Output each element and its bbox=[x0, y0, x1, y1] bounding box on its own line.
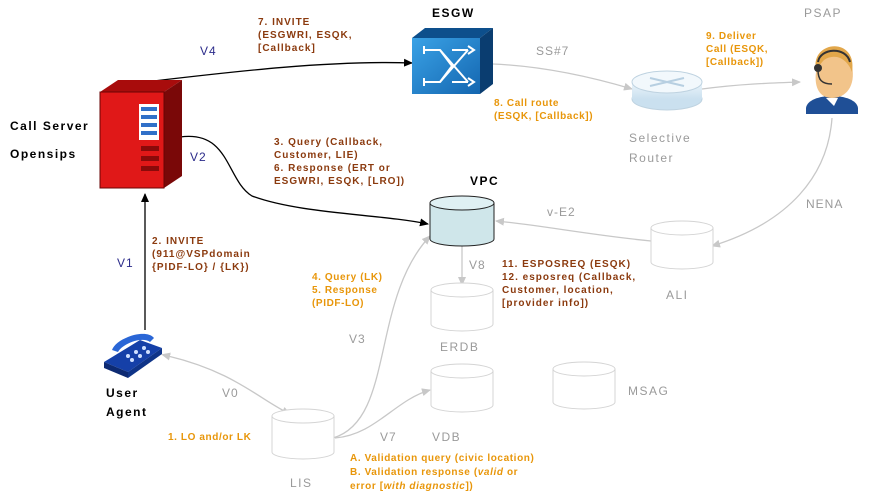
step-b-valid: valid bbox=[477, 467, 504, 478]
v3-arrow bbox=[332, 235, 431, 439]
v4-invite-arrow bbox=[144, 58, 413, 83]
step-11-12-esposreq: 11. ESPOSREQ (ESQK) 12. esposreq (Callba… bbox=[502, 259, 637, 309]
erdb-label: ERDB bbox=[440, 340, 480, 354]
lis-label: LIS bbox=[290, 476, 313, 490]
step-1-lo-lk: 1. LO and/or LK bbox=[168, 432, 252, 443]
step-3-6-query-response: 3. Query (Callback, Customer, LIE) 6. Re… bbox=[274, 137, 406, 187]
selective-router-label: Selective Router bbox=[629, 131, 692, 165]
selective-router-icon bbox=[631, 70, 703, 111]
msag-database-icon bbox=[552, 361, 616, 410]
call-server-label: Call Server Opensips bbox=[10, 119, 90, 161]
ali-label: ALI bbox=[666, 288, 689, 302]
step-b-prefix: B. Validation response ( bbox=[350, 467, 478, 478]
step-b-or: or bbox=[503, 467, 519, 478]
user-agent-label: User Agent bbox=[106, 386, 148, 419]
esgw-label: ESGW bbox=[432, 6, 475, 20]
esgw-switch-icon bbox=[412, 28, 493, 94]
call-server-icon bbox=[99, 80, 182, 189]
vdb-database-icon bbox=[430, 363, 494, 413]
step-b-error-prefix: error [ bbox=[350, 481, 384, 492]
interface-v7-label: V7 bbox=[380, 430, 397, 444]
step-b-error-suffix: ]) bbox=[465, 481, 474, 492]
step-4-5-query-response: 4. Query (LK) 5. Response (PIDF-LO) bbox=[312, 272, 383, 309]
deliver-call-arrow bbox=[701, 78, 801, 90]
vpc-label: VPC bbox=[470, 174, 500, 188]
vdb-label: VDB bbox=[432, 430, 462, 444]
ve2-arrow bbox=[495, 217, 652, 242]
step-8-call-route: 8. Call route (ESQK, [Callback]) bbox=[494, 98, 594, 122]
ali-database-icon bbox=[650, 220, 714, 270]
v2-query-arrow bbox=[179, 135, 429, 227]
step-b-with-diagnostic: with diagnostic bbox=[383, 481, 466, 492]
ss7-call-route-arrow bbox=[492, 63, 633, 91]
v0-arrow bbox=[161, 352, 291, 415]
interface-v8-label: V8 bbox=[469, 258, 486, 272]
interface-nena-label: NENA bbox=[806, 197, 844, 211]
lis-database-icon bbox=[271, 408, 335, 460]
v7-arrow bbox=[334, 388, 431, 439]
vpc-database-icon bbox=[429, 195, 495, 247]
step-2-invite: 2. INVITE (911@VSPdomain {PIDF-LO} / {LK… bbox=[152, 236, 251, 273]
interface-v2-label: V2 bbox=[190, 150, 207, 164]
psap-operator-icon bbox=[806, 46, 858, 114]
psap-label: PSAP bbox=[804, 6, 843, 20]
msag-label: MSAG bbox=[628, 384, 670, 398]
step-a-text: A. Validation query (civic location) bbox=[350, 453, 535, 464]
interface-v0-label: V0 bbox=[222, 386, 239, 400]
interface-v4-label: V4 bbox=[200, 44, 217, 58]
step-9-deliver-call: 9. Deliver Call (ESQK, [Callback]) bbox=[706, 31, 769, 68]
step-7-invite: 7. INVITE (ESGWRI, ESQK, [Callback] bbox=[258, 17, 353, 54]
step-a-b-validation: A. Validation query (civic location) B. … bbox=[350, 452, 534, 494]
interface-v1-label: V1 bbox=[117, 256, 134, 270]
interface-ss7-label: SS#7 bbox=[536, 44, 570, 58]
interface-v3-label: V3 bbox=[349, 332, 366, 346]
nena-arrow bbox=[711, 117, 833, 248]
user-agent-phone-icon bbox=[104, 333, 162, 378]
erdb-database-icon bbox=[430, 282, 494, 332]
interface-ve2-label: v-E2 bbox=[547, 205, 576, 219]
